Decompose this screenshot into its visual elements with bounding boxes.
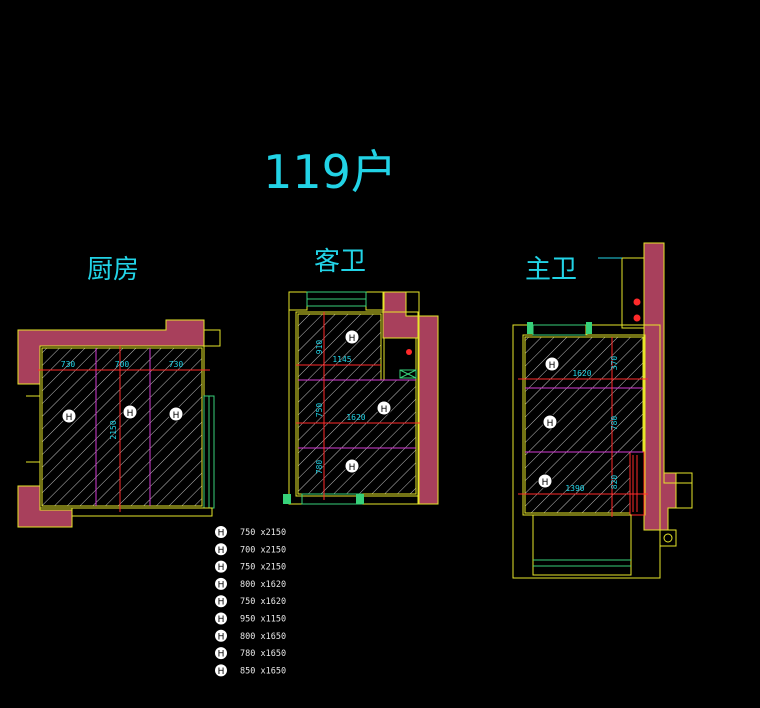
legend-size: 800 x1620 (240, 580, 286, 590)
guest-bath-dim: 1620 (346, 413, 365, 422)
legend-tag-code: H (218, 667, 225, 677)
tile-tag: H (122, 404, 138, 420)
legend-tag-icon (214, 542, 228, 557)
legend-tag-code: H (218, 598, 225, 608)
kitchen-dim: 730 (61, 360, 76, 369)
svg-text:H: H (547, 419, 554, 429)
master-bath-dim: 370 (610, 356, 619, 371)
master-bath-dim: 780 (610, 416, 619, 431)
legend-row: H 750 x2150 (214, 559, 286, 574)
master-bath-door-area (532, 514, 632, 576)
master-bath-dim: 1390 (565, 484, 584, 493)
legend-tag-code: H (218, 650, 225, 660)
legend-tag-code: H (218, 632, 225, 642)
guest-bath-plan: 910 1145 750 1620 780 H H H 客卫 (283, 247, 439, 505)
tile-tag: H (61, 408, 77, 424)
kitchen-plan: 730 700 730 2150 H H H 厨房 (17, 255, 221, 528)
legend-tag-icon (214, 576, 228, 591)
svg-text:H: H (173, 411, 180, 421)
legend-size: 800 x1650 (240, 632, 286, 642)
legend-size: 850 x1650 (240, 666, 286, 676)
guest-bath-dim: 1145 (332, 355, 351, 364)
tile-tag: H (376, 400, 392, 416)
legend-row: H 800 x1620 (214, 576, 286, 591)
legend-tag-code: H (218, 615, 225, 625)
legend-tag-icon (214, 628, 228, 643)
kitchen-dim-height: 2150 (109, 420, 118, 439)
svg-text:H: H (349, 334, 356, 344)
legend-tag-code: H (218, 580, 225, 590)
legend-size: 780 x1650 (240, 649, 286, 659)
svg-text:H: H (542, 478, 549, 488)
legend-size: 700 x2150 (240, 545, 286, 555)
legend-row: H 950 x1150 (214, 611, 286, 626)
tile-tag: H (344, 458, 360, 474)
guest-bath-column (288, 291, 308, 311)
legend-row: H 800 x1650 (214, 628, 286, 643)
kitchen-sill (71, 507, 213, 517)
legend-row: H 700 x2150 (214, 542, 286, 557)
svg-text:H: H (349, 463, 356, 473)
legend-row: H 850 x1650 (214, 663, 286, 678)
kitchen-label: 厨房 (87, 255, 139, 285)
guest-bath-label: 客卫 (314, 247, 366, 277)
master-bath-dim: 1620 (572, 369, 591, 378)
legend-tag-icon (214, 611, 228, 626)
master-bath-window (532, 324, 588, 336)
svg-text:H: H (127, 409, 134, 419)
tile-tag: H (542, 414, 558, 430)
legend-size: 750 x2150 (240, 563, 286, 573)
legend-row: H 750 x1620 (214, 594, 286, 609)
tile-tag: H (544, 356, 560, 372)
kitchen-dim: 730 (169, 360, 184, 369)
tile-tag: H (537, 473, 553, 489)
svg-text:H: H (381, 405, 388, 415)
guest-bath-dim: 910 (315, 340, 324, 355)
guest-bath-column (365, 291, 385, 311)
master-bath-label: 主卫 (525, 255, 577, 285)
legend-size: 750 x2150 (240, 528, 286, 538)
legend-tag-icon (214, 559, 228, 574)
legend-size: 750 x1620 (240, 597, 286, 607)
legend-tag-code: H (218, 546, 225, 556)
guest-bath-dim: 780 (315, 460, 324, 475)
kitchen-dim: 700 (115, 360, 130, 369)
drawing-title: 119户 (263, 145, 397, 199)
master-bath-dim: 820 (610, 475, 619, 490)
kitchen-floor-hatch (41, 347, 203, 507)
master-bath-shaft (621, 257, 645, 329)
tile-tag: H (168, 406, 184, 422)
svg-text:H: H (549, 361, 556, 371)
tile-tag: H (344, 329, 360, 345)
legend-tag-icon (214, 663, 228, 678)
legend-tag-code: H (218, 563, 225, 573)
legend-size: 950 x1150 (240, 615, 286, 625)
legend-row: H 750 x2150 (214, 525, 286, 539)
legend-tag-icon (214, 525, 228, 539)
svg-text:H: H (66, 413, 73, 423)
guest-bath-dim: 750 (315, 403, 324, 418)
master-bath-plan: 1620 370 780 820 1390 H H H 主卫 (512, 242, 693, 579)
kitchen-wall (203, 329, 221, 347)
legend-row: H 780 x1650 (214, 646, 286, 661)
legend-tag-code: H (218, 529, 225, 539)
legend-tag-icon (214, 594, 228, 609)
legend-tag-icon (214, 646, 228, 661)
